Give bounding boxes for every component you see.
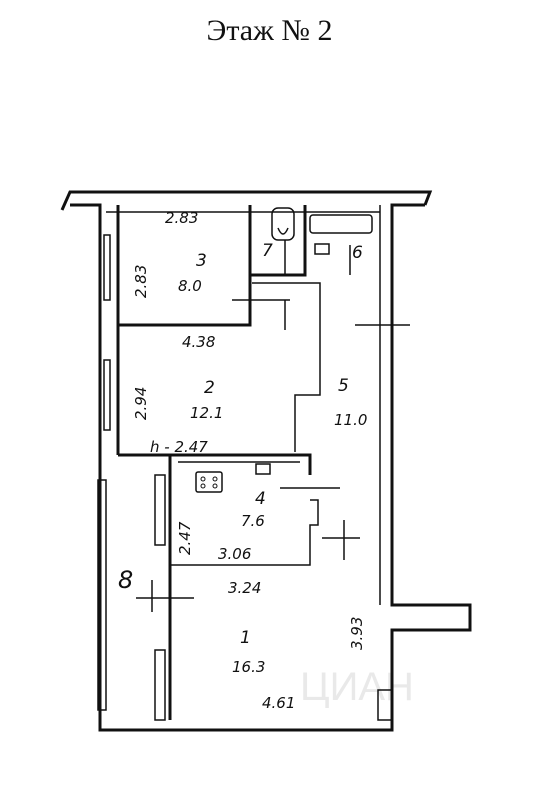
room-4-area: 7.6: [241, 512, 265, 530]
dim-room2-top: 4.38: [182, 333, 215, 351]
dim-room2-side: 2.94: [132, 387, 150, 420]
room-3-area: 8.0: [178, 277, 202, 295]
interior-walls: [116, 205, 393, 721]
outer-walls: [60, 190, 472, 732]
room-3-number: 3: [196, 251, 207, 271]
room-2-area: 12.1: [190, 404, 223, 422]
watermark-text: ЦИАН: [300, 665, 414, 709]
dim-room3-top: 2.83: [165, 209, 198, 227]
room-7-number: 7: [262, 241, 273, 261]
dim-room1-side: 3.93: [348, 617, 366, 650]
dim-room4-side: 2.47: [176, 521, 194, 555]
room-8-number: 8: [118, 566, 133, 594]
dim-room1-bottom: 4.61: [262, 694, 295, 712]
bathroom-fixtures: [195, 207, 373, 493]
dim-room3-side: 2.83: [132, 265, 150, 298]
dim-ceiling-height: h - 2.47: [150, 438, 208, 456]
door-markers: [136, 240, 410, 612]
room-2-number: 2: [204, 378, 215, 398]
room-5-number: 5: [338, 376, 349, 396]
room-1-area: 16.3: [232, 658, 265, 676]
dim-room4-bottom: 3.06: [218, 545, 251, 563]
dim-room1-top: 3.24: [228, 579, 261, 597]
floor-title: Этаж № 2: [206, 14, 333, 47]
room-1-number: 1: [240, 628, 251, 648]
room-6-number: 6: [352, 243, 363, 263]
room-5-area: 11.0: [334, 411, 367, 429]
room-4-number: 4: [255, 489, 266, 509]
